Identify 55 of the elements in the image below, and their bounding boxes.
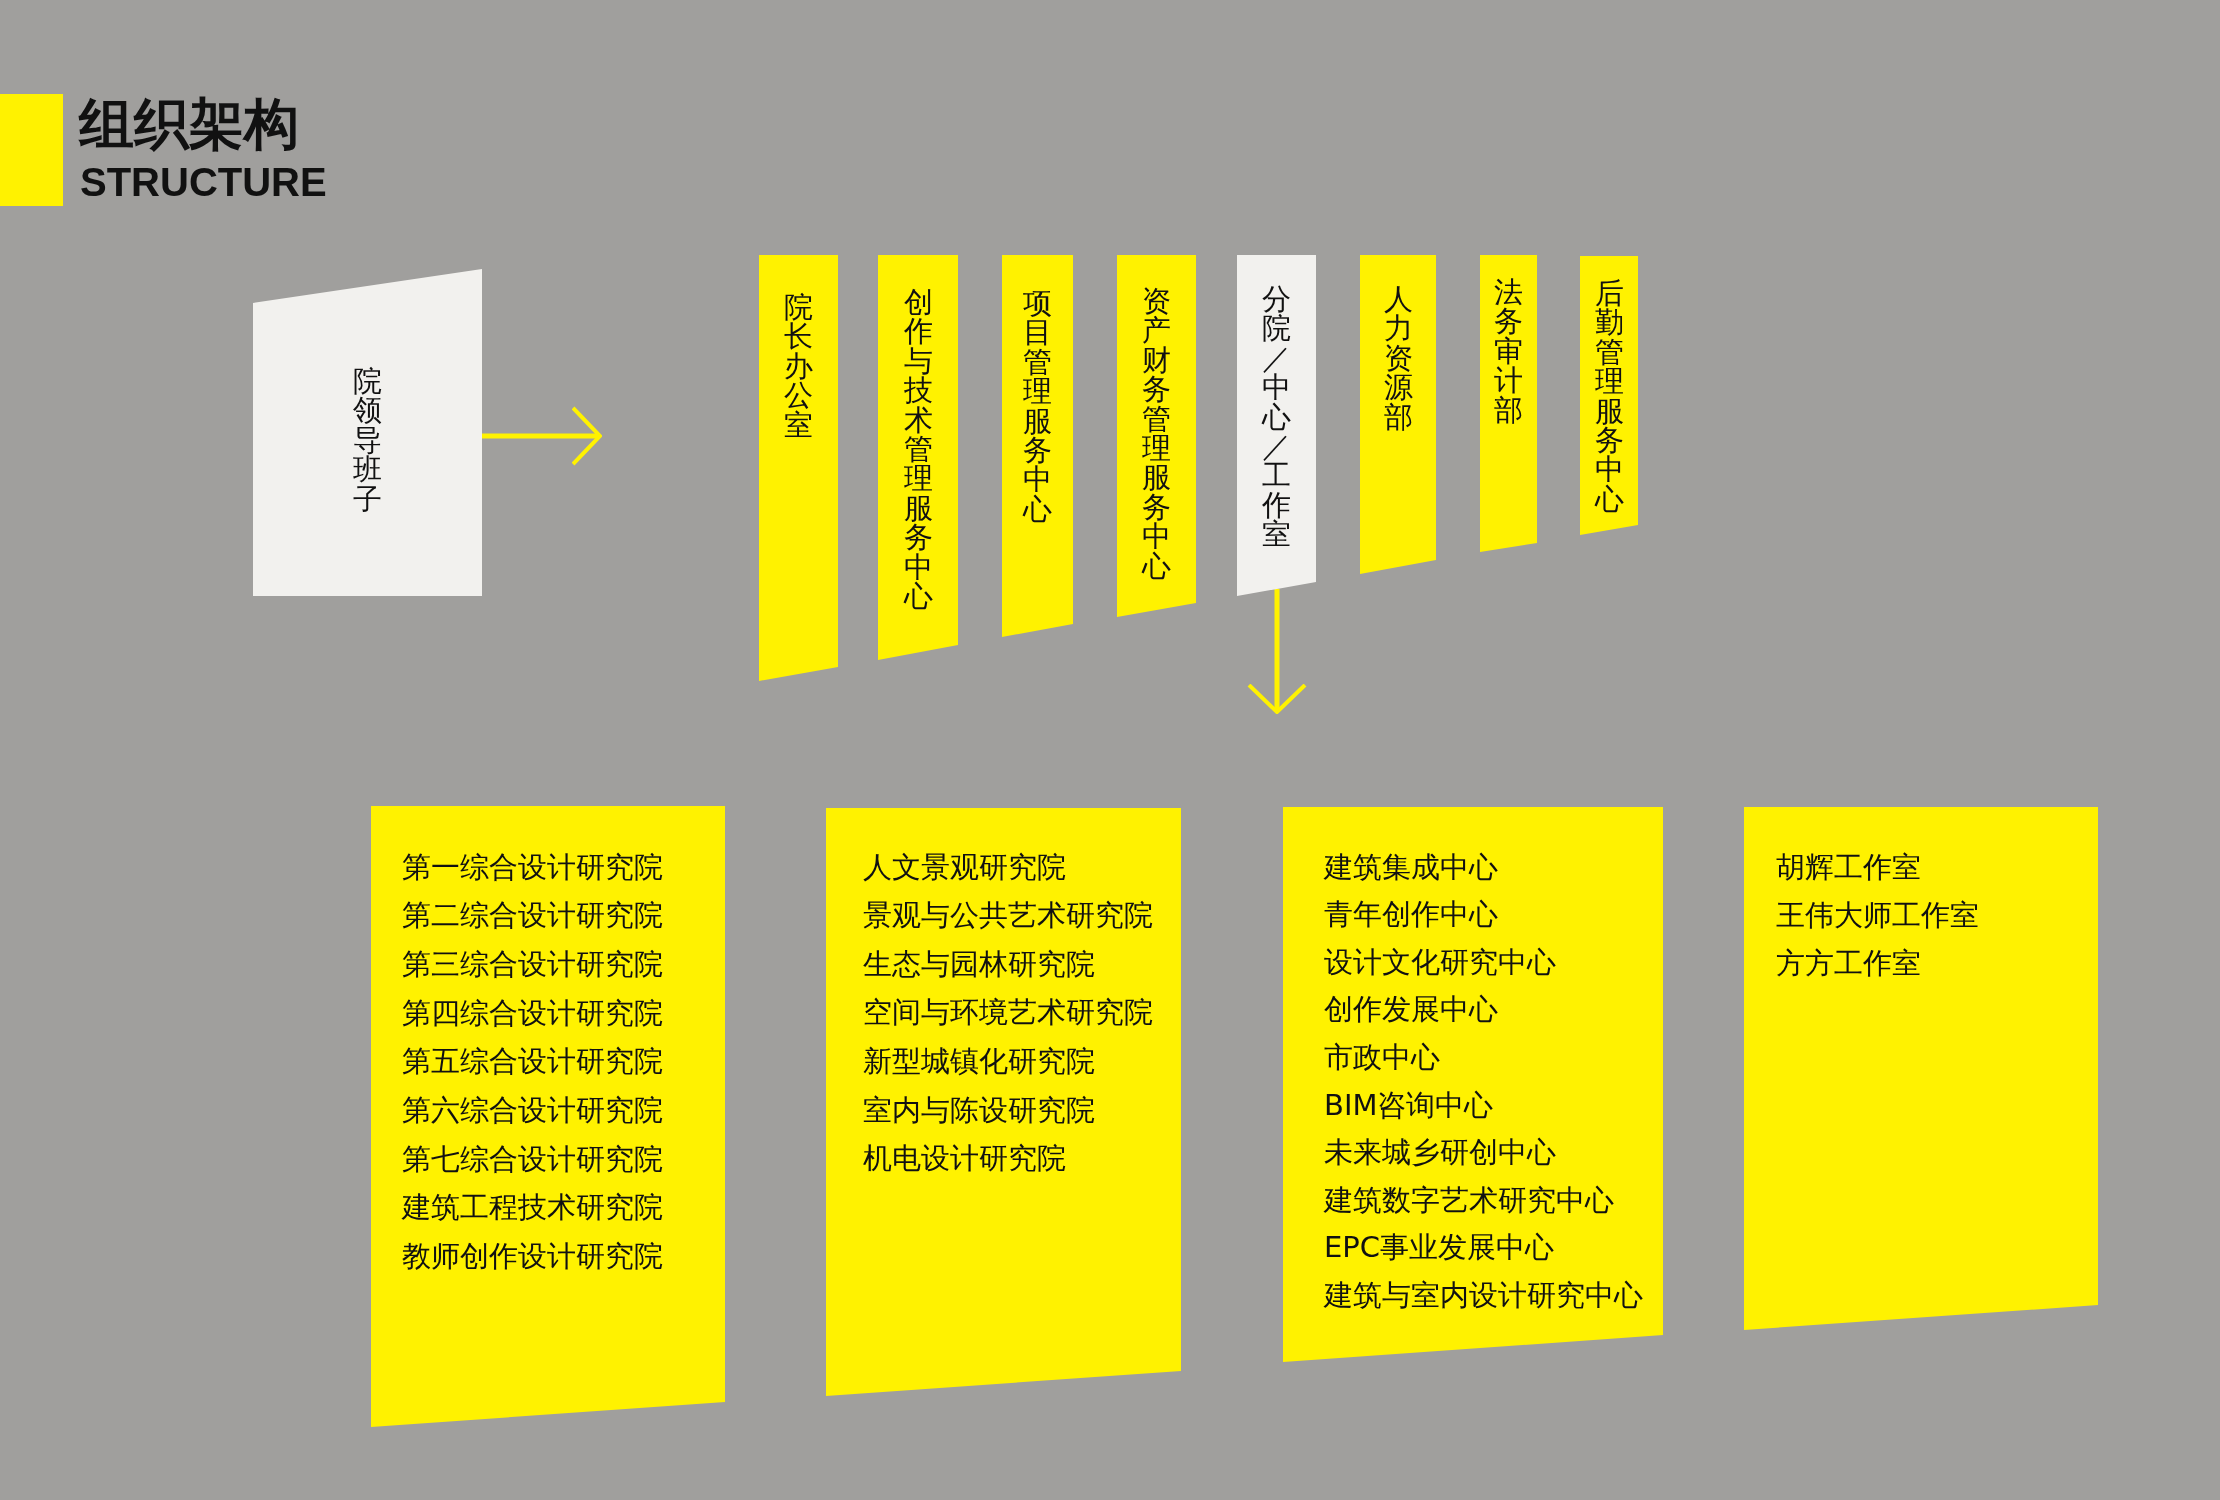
arrow xyxy=(482,406,602,466)
unit-name: 室内与陈设研究院 xyxy=(863,1095,1095,1125)
department-banner xyxy=(759,255,838,681)
department-banner xyxy=(1580,256,1638,535)
unit-name: 机电设计研究院 xyxy=(863,1144,1066,1174)
unit-panel xyxy=(1744,807,2098,1330)
unit-name: 景观与公共艺术研究院 xyxy=(863,901,1153,931)
unit-name: 第四综合设计研究院 xyxy=(402,998,663,1028)
department-name: 法务审计部 xyxy=(1493,278,1524,426)
unit-name: 第七综合设计研究院 xyxy=(402,1144,663,1174)
department-name: 人力资源部 xyxy=(1383,285,1413,433)
unit-name: 建筑工程技术研究院 xyxy=(402,1193,663,1223)
department-name: 院长办公室 xyxy=(783,293,814,441)
department-banner xyxy=(1360,255,1436,574)
unit-name: 建筑集成中心 xyxy=(1324,852,1498,882)
department-name: 项目管理服务中心 xyxy=(1022,289,1053,525)
unit-name: 胡辉工作室 xyxy=(1776,852,1921,882)
unit-panel xyxy=(826,808,1181,1396)
department-banner xyxy=(878,255,958,660)
department-name: 资产财务管理服务中心 xyxy=(1141,287,1172,582)
unit-name: 第二综合设计研究院 xyxy=(402,901,663,931)
subtitle: STRUCTURE xyxy=(80,162,327,202)
department-name: 创作与技术管理服务中心 xyxy=(903,288,933,612)
unit-name: 生态与园林研究院 xyxy=(863,949,1095,979)
unit-name: 新型城镇化研究院 xyxy=(863,1046,1095,1076)
title: 组织架构 xyxy=(79,97,299,152)
unit-panel xyxy=(371,806,725,1427)
arrow xyxy=(1247,588,1307,714)
unit-name: 第六综合设计研究院 xyxy=(402,1096,663,1125)
unit-name: 青年创作中心 xyxy=(1324,900,1498,930)
unit-name: 人文景观研究院 xyxy=(863,852,1066,882)
leadership-panel xyxy=(253,269,482,596)
unit-name: 第五综合设计研究院 xyxy=(402,1047,663,1077)
unit-name: 方方工作室 xyxy=(1776,948,1921,978)
unit-name: 未来城乡研创中心 xyxy=(1324,1138,1556,1168)
unit-name: 空间与环境艺术研究院 xyxy=(863,998,1153,1028)
unit-name: 创作发展中心 xyxy=(1324,995,1498,1025)
department-banner xyxy=(1237,255,1316,596)
unit-name: 王伟大师工作室 xyxy=(1776,900,1979,930)
unit-name: BIM咨询中心 xyxy=(1324,1090,1494,1120)
leadership-name: 院领导班子 xyxy=(352,367,383,515)
unit-name: EPC事业发展中心 xyxy=(1324,1233,1555,1263)
department-banner xyxy=(1117,255,1196,617)
unit-name: 设计文化研究中心 xyxy=(1324,947,1556,977)
unit-name: 第一综合设计研究院 xyxy=(402,852,663,882)
unit-name: 建筑数字艺术研究中心 xyxy=(1324,1185,1614,1215)
unit-name: 市政中心 xyxy=(1324,1042,1440,1072)
unit-panel xyxy=(1283,807,1663,1362)
unit-name: 第三综合设计研究院 xyxy=(402,949,663,979)
department-banner xyxy=(1002,255,1073,637)
department-name: 后勤管理服务中心 xyxy=(1594,279,1624,515)
department-banner xyxy=(1480,255,1537,552)
unit-name: 教师创作设计研究院 xyxy=(402,1242,663,1272)
unit-name: 建筑与室内设计研究中心 xyxy=(1324,1280,1643,1310)
department-name: 分院／中心／工作室 xyxy=(1261,285,1292,550)
